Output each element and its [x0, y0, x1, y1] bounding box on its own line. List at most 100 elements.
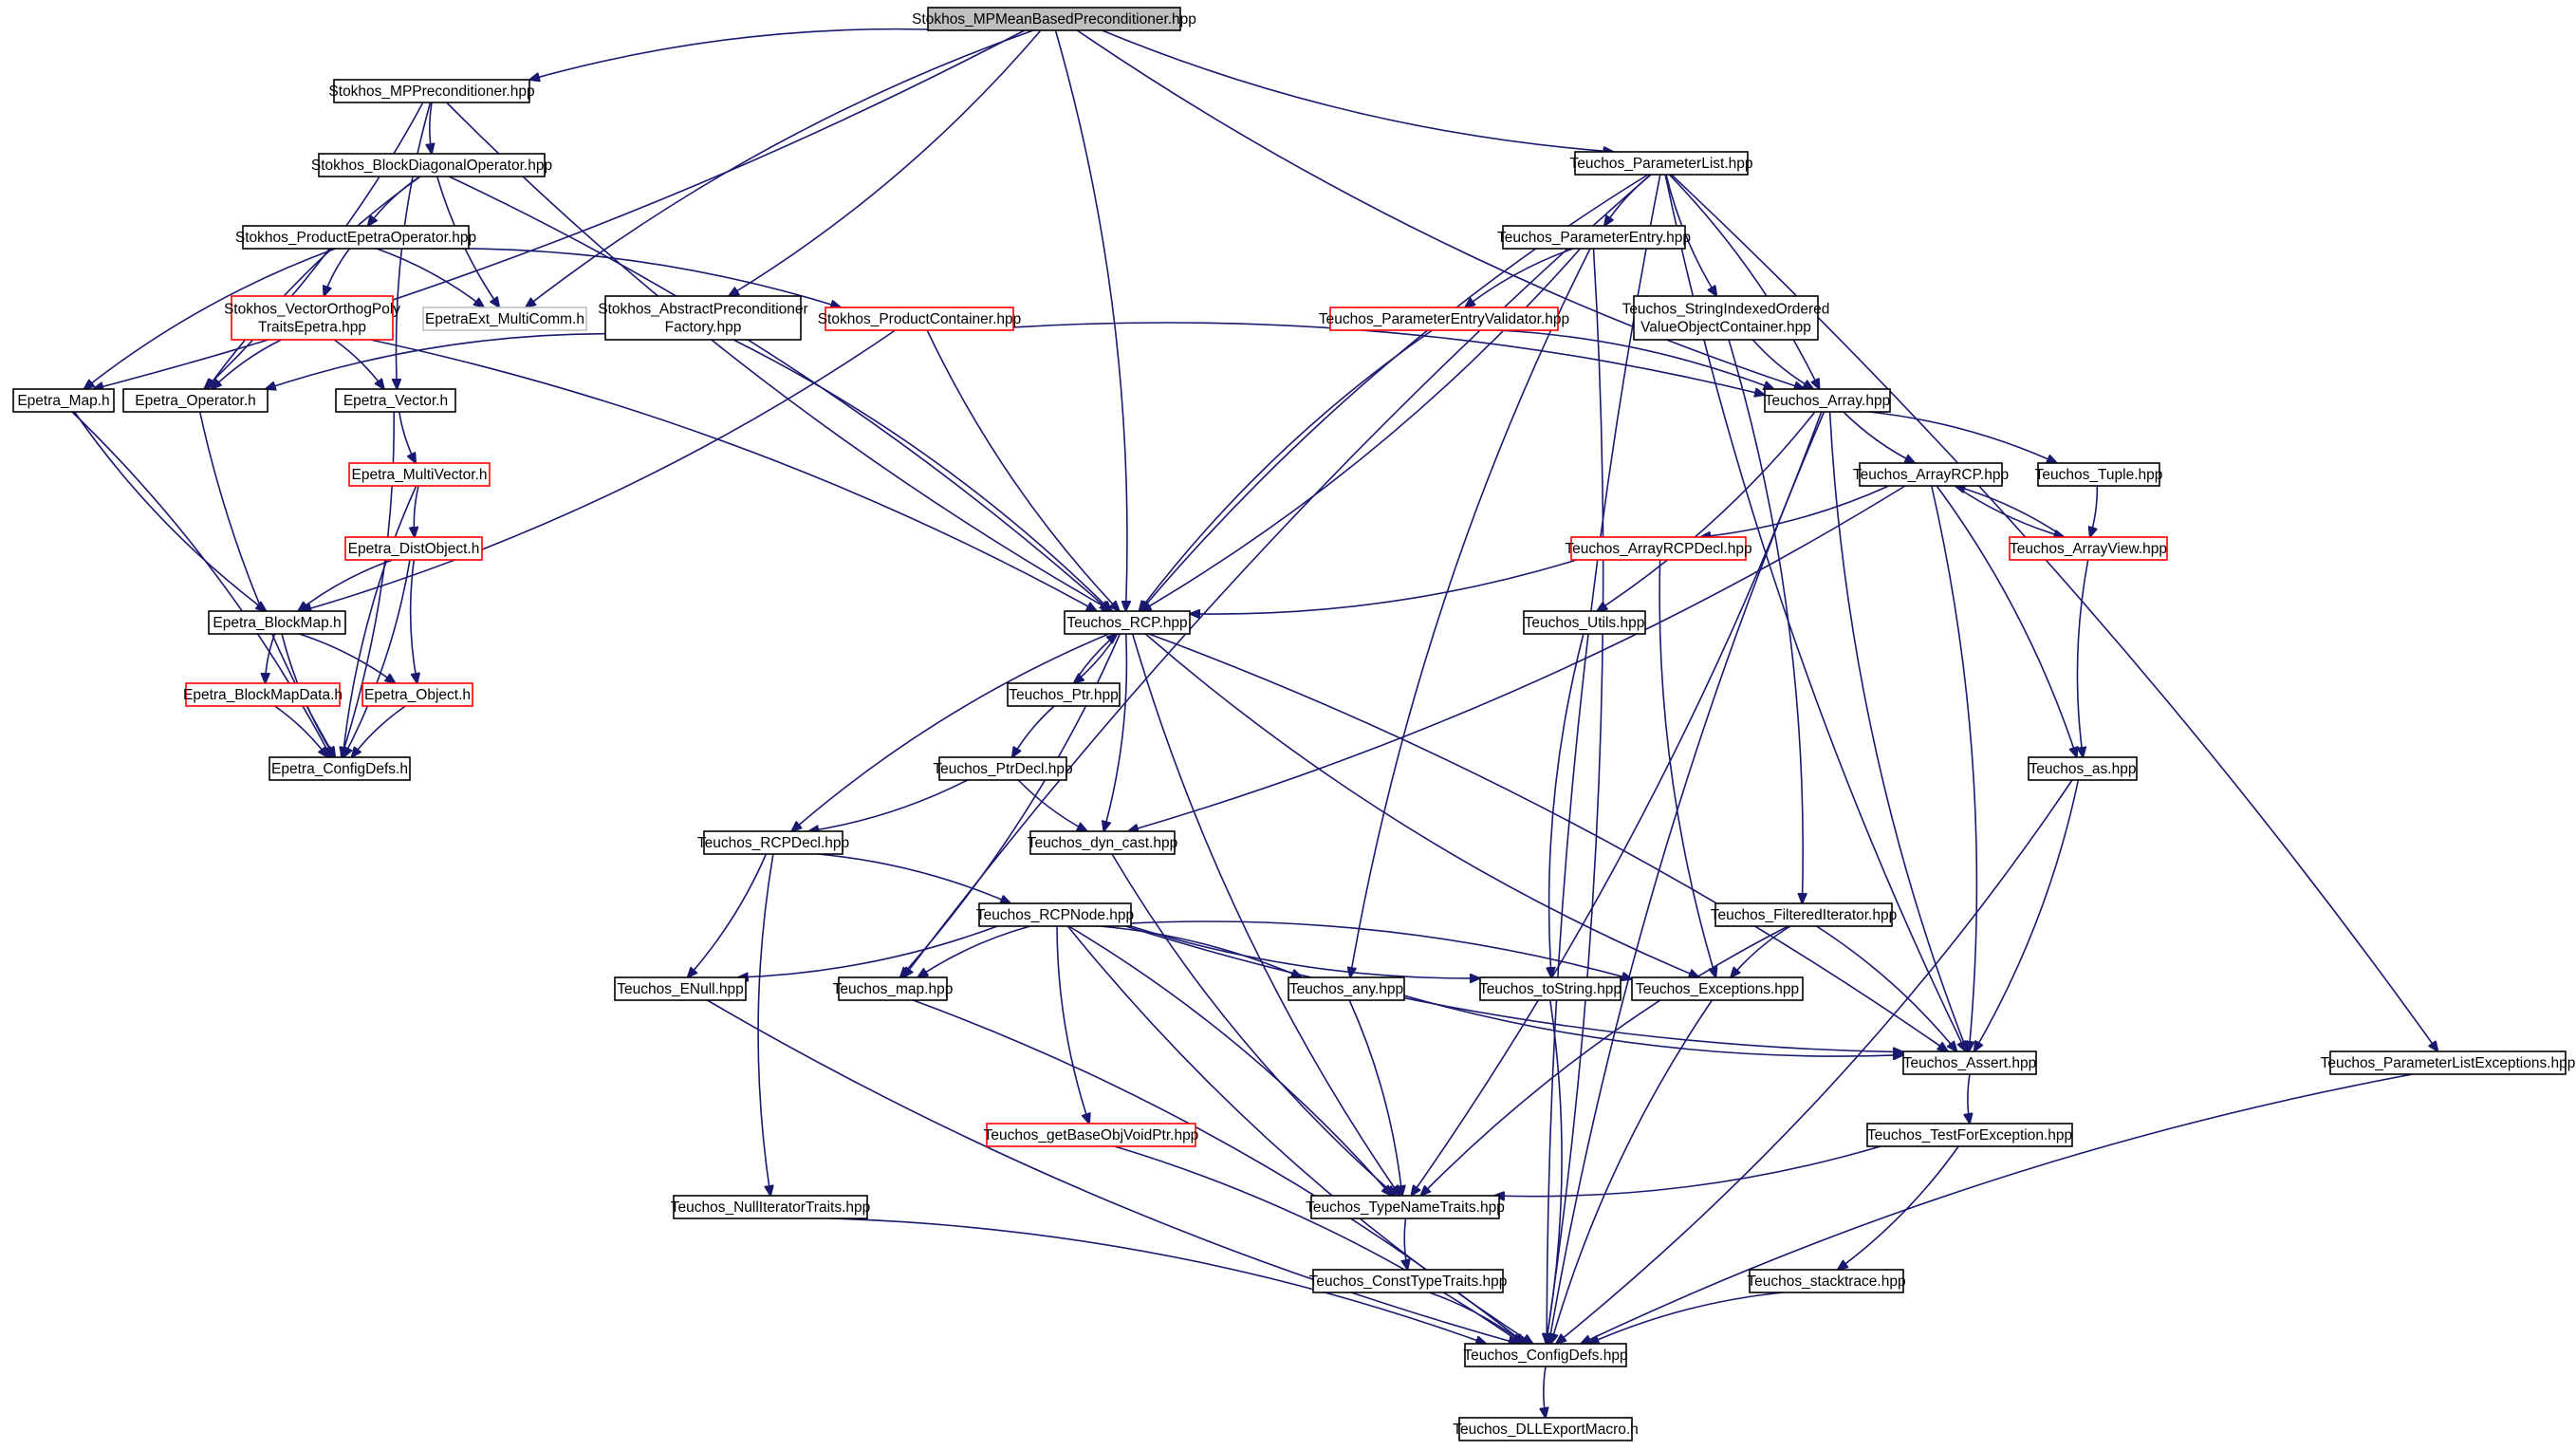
node-root[interactable]: Stokhos_MPMeanBasedPreconditioner.hpp	[912, 7, 1196, 31]
node-box	[348, 462, 491, 487]
node-absprec[interactable]: Stokhos_AbstractPreconditionerFactory.hp…	[598, 295, 808, 341]
node-as[interactable]: Teuchos_as.hpp	[2028, 756, 2138, 781]
node-tostr[interactable]: Teuchos_toString.hpp	[1479, 976, 1622, 1001]
edge-eobj-to-ecfg	[352, 705, 406, 757]
node-edist[interactable]: Epetra_DistObject.h	[344, 536, 483, 561]
node-tfe[interactable]: Teuchos_TestForException.hpp	[1866, 1123, 2073, 1147]
node-label: Epetra_BlockMapData.h	[183, 687, 343, 703]
edge-root-to-plist	[1102, 29, 1614, 152]
edge-filt-to-assert	[1816, 925, 1957, 1051]
node-array[interactable]: Teuchos_Array.hpp	[1764, 388, 1891, 413]
node-rcpdecl[interactable]: Teuchos_RCPDecl.hpp	[697, 830, 849, 855]
node-label: Teuchos_ConfigDefs.hpp	[1463, 1348, 1627, 1364]
edge-rcpnode-to-tnt	[1067, 925, 1391, 1196]
edge-pentry-to-pev	[1465, 248, 1574, 307]
node-filt[interactable]: Teuchos_FilteredIterator.hpp	[1711, 902, 1897, 927]
node-nullit[interactable]: Teuchos_NullIteratorTraits.hpp	[671, 1195, 871, 1219]
edge-pev-to-rcp	[1140, 329, 1433, 611]
node-box	[1523, 610, 1646, 635]
node-tuple[interactable]: Teuchos_Tuple.hpp	[2035, 462, 2163, 487]
node-rcpnode[interactable]: Teuchos_RCPNode.hpp	[976, 902, 1134, 927]
node-box	[938, 756, 1067, 781]
node-box	[2028, 756, 2138, 781]
edge-rcpnode-to-tostr	[1130, 925, 1480, 978]
node-tcfg[interactable]: Teuchos_ConfigDefs.hpp	[1463, 1343, 1628, 1367]
edge-vecortho-to-evec	[333, 339, 384, 389]
node-label: Epetra_Map.h	[17, 393, 109, 409]
edge-root-to-array	[1076, 29, 1804, 389]
node-aview[interactable]: Teuchos_ArrayView.hpp	[2009, 536, 2168, 561]
node-box	[333, 79, 530, 103]
edge-emv-to-ecfg	[343, 485, 417, 757]
node-assert[interactable]: Teuchos_Assert.hpp	[1902, 1050, 2037, 1075]
node-label: Teuchos_Ptr.hpp	[1009, 687, 1118, 703]
node-label: Teuchos_RCP.hpp	[1066, 615, 1187, 631]
node-plist[interactable]: Teuchos_ParameterList.hpp	[1569, 151, 1753, 176]
node-getbase[interactable]: Teuchos_getBaseObjVoidPtr.hpp	[984, 1123, 1199, 1147]
node-pentry[interactable]: Teuchos_ParameterEntry.hpp	[1497, 225, 1691, 250]
edge-root-to-mpprec	[529, 28, 956, 80]
node-map[interactable]: Teuchos_map.hpp	[833, 976, 954, 1001]
node-arcp[interactable]: Teuchos_ArrayRCP.hpp	[1853, 462, 2009, 487]
node-evec[interactable]: Epetra_Vector.h	[335, 388, 456, 413]
node-box	[1458, 1417, 1633, 1441]
node-label: Teuchos_Tuple.hpp	[2035, 467, 2163, 483]
node-ebm[interactable]: Epetra_BlockMap.h	[208, 610, 346, 635]
edge-arcp-to-aview	[1955, 485, 2065, 537]
node-enull[interactable]: Teuchos_ENull.hpp	[614, 976, 747, 1001]
edge-rcp-to-rcpdecl	[791, 633, 1110, 831]
edge-as-to-assert	[1974, 779, 2080, 1051]
node-pev[interactable]: Teuchos_ParameterEntryValidator.hpp	[1319, 307, 1569, 331]
node-emv[interactable]: Epetra_MultiVector.h	[348, 462, 491, 487]
node-label: Teuchos_ParameterEntry.hpp	[1497, 230, 1691, 246]
node-ecfg[interactable]: Epetra_ConfigDefs.h	[269, 756, 411, 781]
edge-absprec-to-rcp	[732, 339, 1111, 611]
node-prodepop[interactable]: Stokhos_ProductEpetraOperator.hpp	[235, 225, 476, 250]
node-label: Teuchos_as.hpp	[2029, 761, 2137, 777]
node-box	[1288, 976, 1405, 1001]
edge-array-to-tnt	[1411, 411, 1823, 1196]
node-ebmd[interactable]: Epetra_BlockMapData.h	[183, 682, 343, 707]
edge-root-to-rcp	[1054, 29, 1127, 611]
edge-getbase-to-tcfg	[1114, 1145, 1522, 1344]
node-box	[1859, 462, 2003, 487]
node-prodcont[interactable]: Stokhos_ProductContainer.hpp	[818, 307, 1022, 331]
node-dyncast[interactable]: Teuchos_dyn_cast.hpp	[1028, 830, 1178, 855]
node-plexc[interactable]: Teuchos_ParameterListExceptions.hpp	[2321, 1050, 2576, 1075]
node-label: Teuchos_Array.hpp	[1765, 393, 1890, 409]
node-box	[825, 307, 1014, 331]
node-eop[interactable]: Epetra_Operator.h	[122, 388, 269, 413]
node-utils[interactable]: Teuchos_Utils.hpp	[1523, 610, 1646, 635]
edge-edist-to-ebm	[298, 559, 394, 611]
node-blockdiag[interactable]: Stokhos_BlockDiagonalOperator.hpp	[311, 153, 552, 177]
node-any[interactable]: Teuchos_any.hpp	[1288, 976, 1405, 1001]
edge-blockdiag-to-eop	[207, 176, 421, 389]
node-tnt[interactable]: Teuchos_TypeNameTraits.hpp	[1306, 1195, 1505, 1219]
node-ctt[interactable]: Teuchos_ConstTypeTraits.hpp	[1309, 1269, 1508, 1293]
node-label: Teuchos_FilteredIterator.hpp	[1711, 907, 1897, 923]
node-ptrdecl[interactable]: Teuchos_PtrDecl.hpp	[933, 756, 1073, 781]
node-multicomm[interactable]: EpetraExt_MultiComm.h	[422, 307, 587, 331]
node-emap[interactable]: Epetra_Map.h	[12, 388, 115, 413]
edge-prodcont-to-rcp	[926, 329, 1120, 611]
node-label: Teuchos_DLLExportMacro.h	[1453, 1422, 1639, 1438]
node-dll[interactable]: Teuchos_DLLExportMacro.h	[1453, 1417, 1639, 1441]
node-eobj[interactable]: Epetra_Object.h	[361, 682, 473, 707]
edge-array-to-utils	[1597, 411, 1816, 611]
node-stack[interactable]: Teuchos_stacktrace.hpp	[1747, 1269, 1906, 1293]
node-rcp[interactable]: Teuchos_RCP.hpp	[1064, 610, 1191, 635]
edge-assert-to-tfe	[1968, 1073, 1970, 1124]
node-box	[344, 536, 483, 561]
node-box	[2037, 462, 2160, 487]
node-exc[interactable]: Teuchos_Exceptions.hpp	[1631, 976, 1804, 1001]
node-label: Teuchos_getBaseObjVoidPtr.hpp	[984, 1127, 1199, 1143]
node-ptr[interactable]: Teuchos_Ptr.hpp	[1007, 682, 1121, 707]
node-mpprec[interactable]: Stokhos_MPPreconditioner.hpp	[328, 79, 535, 103]
edge-prodepop-to-multicomm	[376, 248, 484, 307]
node-arcpdecl[interactable]: Teuchos_ArrayRCPDecl.hpp	[1565, 536, 1752, 561]
edge-tfe-to-tnt	[1494, 1145, 1881, 1197]
node-sivoc[interactable]: Teuchos_StringIndexedOrderedValueObjectC…	[1622, 295, 1830, 341]
edge-nullit-to-tcfg	[829, 1218, 1486, 1344]
